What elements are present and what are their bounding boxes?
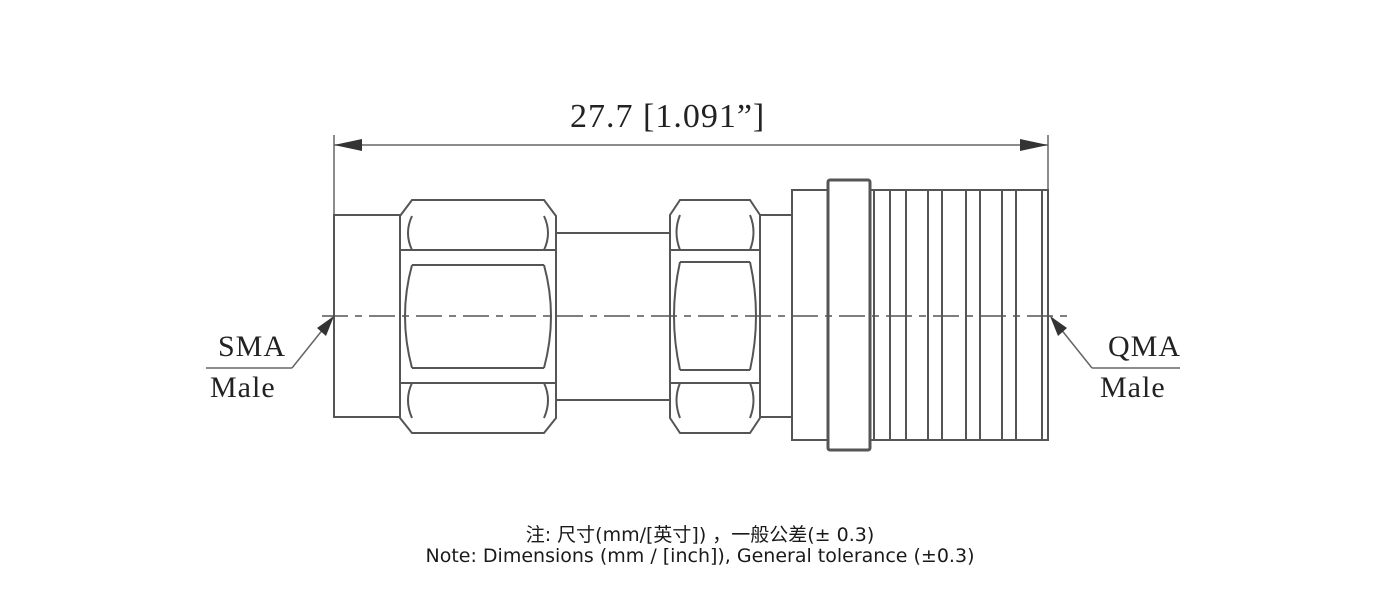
qma-body — [791, 178, 1049, 452]
dimension-arrow-right — [1020, 139, 1048, 151]
dimension-arrow-left — [334, 139, 362, 151]
note-english: Note: Dimensions (mm / [inch]), General … — [425, 545, 975, 567]
overall-length-dimension: 27.7 [1.091”] — [570, 98, 766, 135]
qma-label: QMA — [1108, 330, 1182, 363]
qma-gender-label: Male — [1100, 371, 1166, 404]
note-chinese: 注: 尺寸(mm/[英寸]) ，一般公差(± 0.3) — [525, 524, 875, 546]
sma-leader — [206, 316, 334, 369]
sma-label: SMA — [218, 330, 287, 363]
sma-gender-label: Male — [210, 371, 276, 404]
qma-leader — [1050, 316, 1180, 369]
